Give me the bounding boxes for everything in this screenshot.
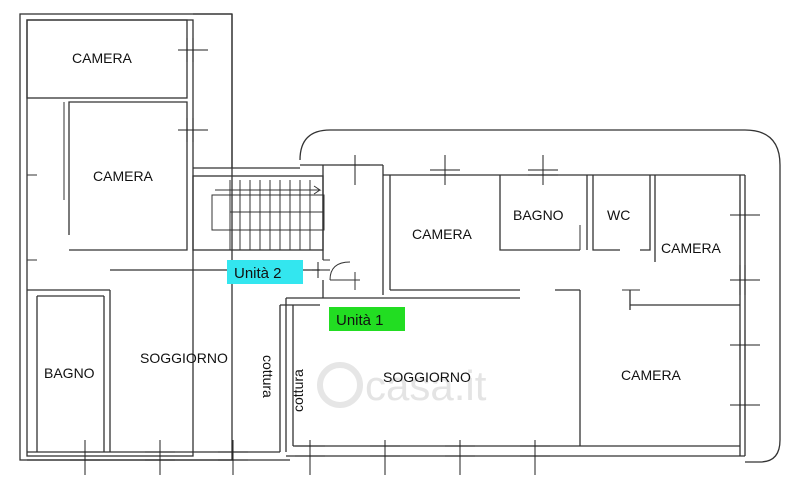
label-bagno-left: BAGNO [44,365,95,381]
unit1-badge: Unità 1 [329,307,405,331]
label-camera-top-left: CAMERA [72,50,133,66]
outer-contour [299,129,781,463]
unit1-label: Unità 1 [336,312,384,329]
windows [70,38,760,475]
label-soggiorno-right: SOGGIORNO [383,369,471,385]
label-cottura-right: cottura [290,369,306,412]
label-camera-right-top: CAMERA [661,240,722,256]
room-camera-mid-left [63,101,188,251]
landing [300,164,384,298]
left-lower-walls [27,174,320,461]
unit2-badge: Unità 2 [227,260,303,284]
label-camera-right-bottom: CAMERA [621,367,682,383]
unit2-label: Unità 2 [234,265,282,282]
watermark: casa.it [317,362,487,409]
label-soggiorno-left: SOGGIORNO [140,350,228,366]
left-block-walls [19,13,300,461]
label-camera-center: CAMERA [412,226,473,242]
unit1-badge-bg [329,307,405,331]
staircase [192,175,325,251]
label-camera-mid-left: CAMERA [93,168,154,184]
label-cottura-left: cottura [260,355,276,398]
unit2-badge-bg [227,260,303,284]
label-bagno-right: BAGNO [513,207,564,223]
watermark-text: casa.it [365,362,487,409]
label-wc: WC [607,207,630,223]
